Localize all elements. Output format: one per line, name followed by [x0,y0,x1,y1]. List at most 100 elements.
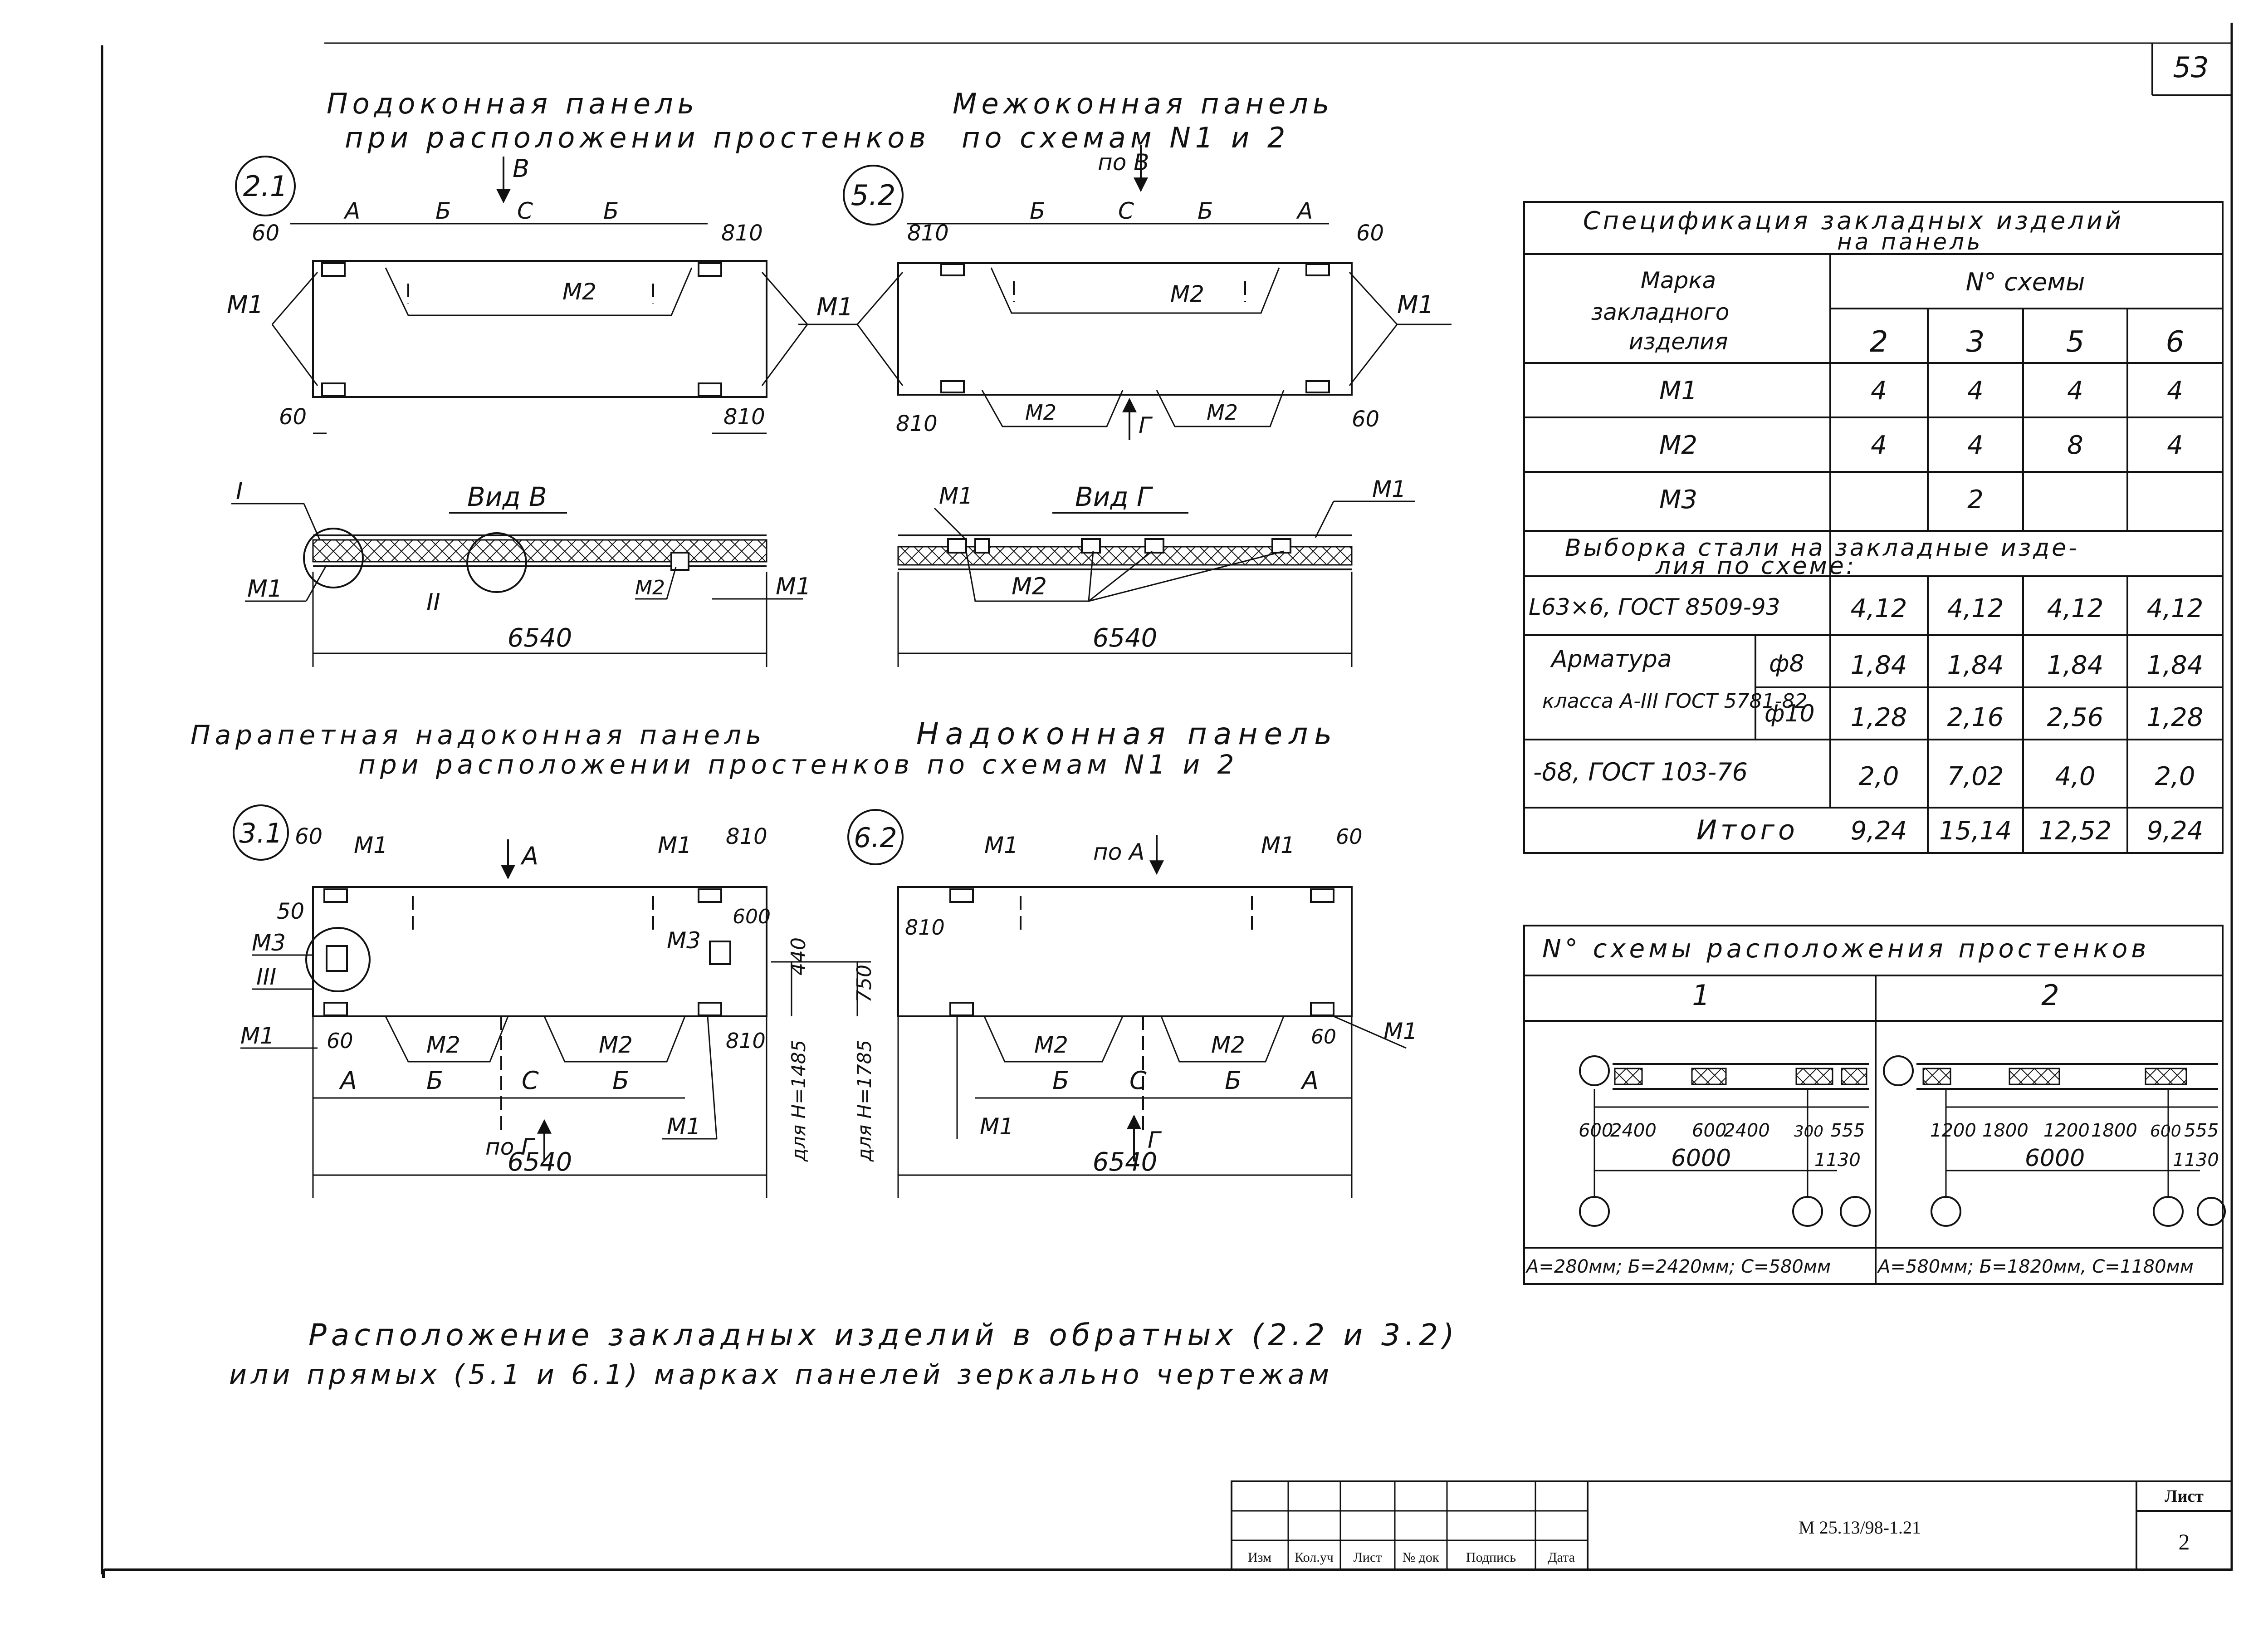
panel-5-2-subtitle: по схемам N1 и 2 [962,121,1290,154]
cell: 1,28 [2147,703,2204,732]
label: М1 [984,832,1018,858]
label: М1 [658,832,692,858]
panel-3-1-title: Парапетная надоконная панель [191,720,766,750]
panel-outline [312,260,767,398]
dim: 555 [1830,1120,1865,1141]
label: М1 [667,1113,701,1140]
view-arrow-label: А [520,842,538,870]
cell: 1,84 [2047,651,2104,680]
row-mark: М2 [1659,431,1697,460]
dim: Б [1052,1066,1069,1095]
tb-header: Лист [1354,1550,1382,1565]
dim: А [1296,198,1313,224]
cell: 4 [1871,431,1887,460]
dim: 60 [1352,407,1379,432]
panel-6-2: 6.2 по А М1 М1 60 810 М2 М2 М1 М1 60 Б С… [847,809,1418,1198]
panel-6-2-title: Надоконная панель [916,716,1338,751]
dim: А [339,1066,357,1095]
steel-name: Арматура [1550,646,1672,673]
dim: 600 [1692,1120,1726,1141]
dim: Б [603,198,619,224]
length-dim: 6540 [1093,1147,1158,1177]
dim: 600 [733,905,771,928]
tb-header: № док [1403,1550,1439,1565]
cell: 7,02 [1947,762,2004,791]
title-block: Изм Кол.уч Лист № док Подпись Дата М 25.… [1231,1480,2233,1571]
span-dim: 6000 [1671,1145,1731,1172]
spec-title: Спецификация закладных изделий [1583,206,2124,235]
dim: 440 [787,937,810,975]
dim: 300 [1794,1122,1823,1141]
steel-sub: ф10 [1765,700,1815,727]
label: М2 [1034,1032,1068,1058]
tb-header: Дата [1548,1550,1575,1565]
steel-name: L63×6, ГОСТ 8509-93 [1529,594,1780,620]
page-number-box: 53 [2151,43,2232,96]
panel-outline [897,262,1353,396]
scheme-number: 1 [1692,979,1710,1012]
dim: 60 [252,221,279,246]
tb-header: Изм [1248,1550,1271,1565]
dim: 1800 [2091,1120,2137,1141]
total-cell: 15,14 [1939,816,2012,846]
dim: 1200 [2043,1120,2090,1141]
dim: 50 [277,899,304,924]
panel-mark: 2.1 [243,170,288,203]
dim: 60 [1311,1025,1336,1049]
dim: 1800 [1982,1120,2028,1141]
steel-sub: ф8 [1769,650,1804,677]
label: М3 [252,930,286,956]
dim: Б [426,1066,443,1095]
total-cell: 9,24 [2147,816,2204,846]
view-arrow-label: В [513,154,529,183]
spec-subtitle: на панель [1837,229,1983,255]
view-v: Вид В I М1 II М2 М1 6540 [231,478,811,667]
dim: 60 [295,824,323,849]
scheme-title: N° схемы расположения простенков [1542,934,2150,964]
label: М1 [1372,476,1406,502]
panel-2-1: Подоконная панель при расположении прост… [227,87,926,434]
panel-3-1-subtitle: при расположении простенков по схемам N1… [358,749,1238,780]
label: М1 [939,483,973,509]
dim: Б [435,198,451,224]
spec-table: Спецификация закладных изделий на панель… [1523,201,2224,854]
end-dim: 1130 [2173,1150,2219,1171]
cell: 1,84 [2147,651,2204,680]
cell: 2,56 [2047,703,2104,732]
col-header: закладного [1591,299,1730,325]
dim: 810 [896,411,938,436]
dim: С [1118,198,1134,224]
label: М3 [667,927,701,954]
cell: 4,12 [2147,594,2204,623]
dim: 810 [721,221,763,246]
cell: 1,28 [1851,703,1907,732]
panel-5-2-title: Межоконная панель [953,87,1334,120]
col-header: Марка [1641,267,1716,294]
tb-header: Подпись [1466,1550,1516,1565]
dim: 810 [723,404,765,430]
col-header: N° схемы [1966,268,2085,296]
scheme-table: N° схемы расположения простенков 1 2 600… [1523,925,2226,1285]
cell: 4,0 [2055,762,2095,791]
dim: 600 [1579,1120,1613,1141]
svg-text:М2: М2 [1025,400,1056,425]
cell: 1,84 [1851,651,1907,680]
view-title: Вид В [467,481,547,512]
dim: 750 [853,965,876,1003]
label: М2 [1012,573,1047,600]
dim: Б [1198,198,1213,224]
svg-text:М2: М2 [1207,400,1238,425]
label: М1 [247,575,283,603]
length-dim: 6540 [508,1147,572,1177]
label: М2 [635,576,665,599]
scheme-number: 5 [2066,325,2085,359]
label: М1 [1261,832,1295,858]
length-dim: 6540 [1093,623,1158,653]
scheme-note: А=580мм; Б=1820мм, С=1180мм [1877,1256,2194,1277]
view-arrow-label: Г [1139,412,1153,439]
panel-outline [897,886,1353,1017]
sheet-label: Лист [2165,1487,2204,1506]
scheme-number: 6 [2166,325,2185,359]
dim: А [343,198,360,224]
